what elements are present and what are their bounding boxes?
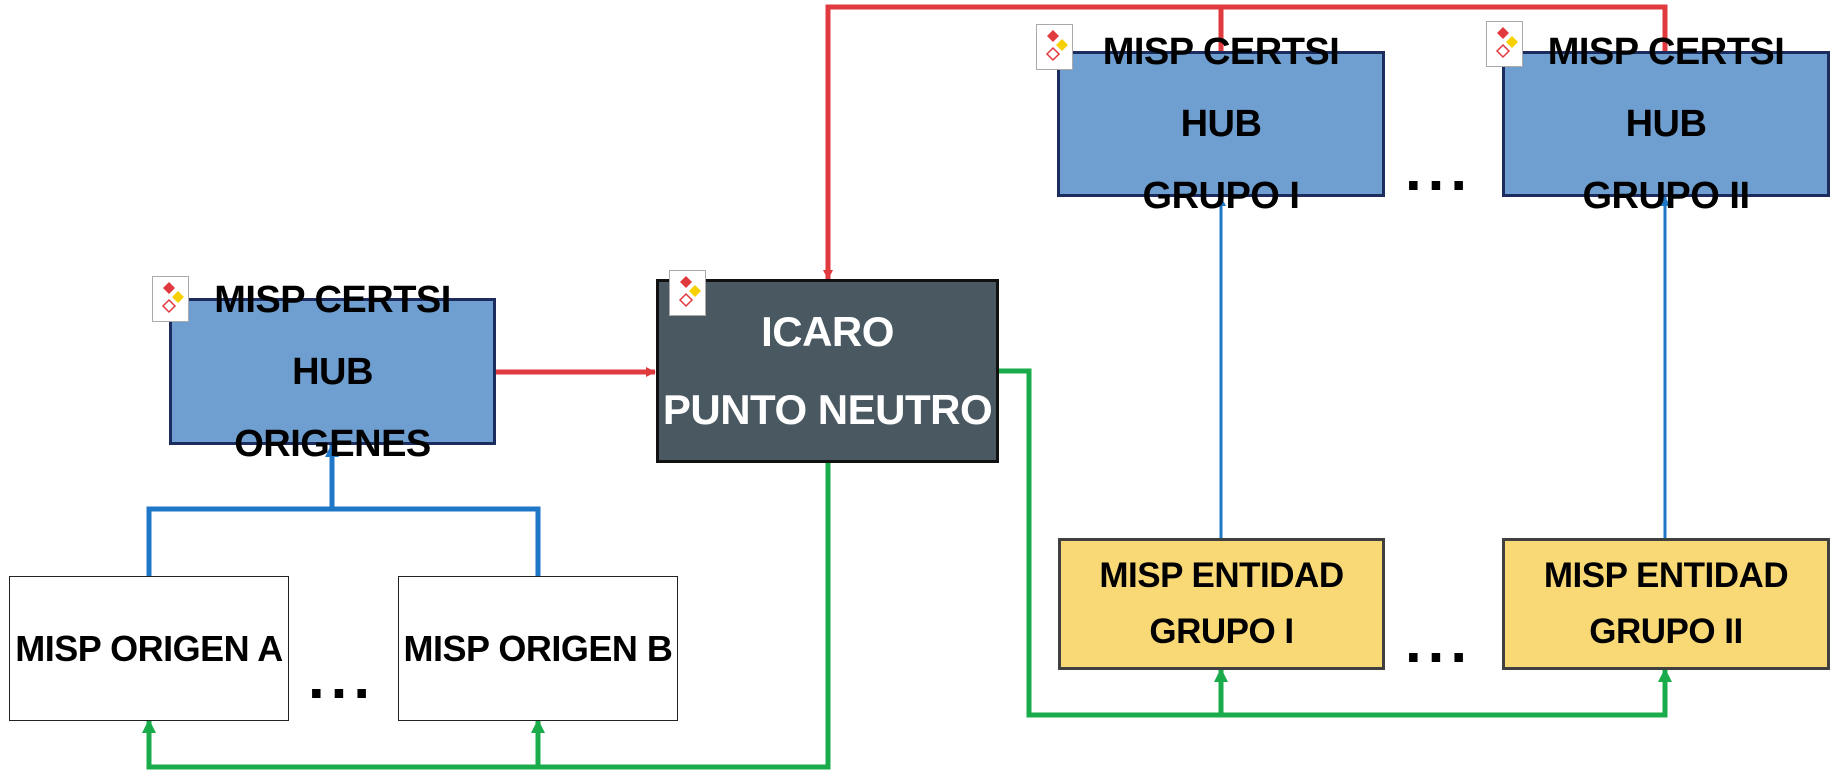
entity-group2-line2: GRUPO II — [1589, 612, 1743, 651]
hub-group2-box: MISP CERTSI HUB GRUPO II — [1502, 31, 1830, 217]
entity-group2-line1: MISP ENTIDAD — [1543, 556, 1789, 595]
entity-group1-box: MISP ENTIDAD GRUPO I — [1058, 538, 1385, 670]
hub-origins-line2: ORIGENES — [234, 422, 431, 465]
hub-group1-box: MISP CERTSI HUB GRUPO I — [1057, 31, 1385, 217]
ellipsis-hubs: ... — [1405, 136, 1474, 203]
origin-a-box: MISP ORIGEN A — [9, 576, 289, 721]
neutral-point-box: ICARO PUNTO NEUTRO — [656, 279, 999, 463]
misp-logo-icon — [152, 276, 189, 322]
neutral-point-line1: ICARO — [761, 308, 894, 355]
hub-group2-line1: MISP CERTSI HUB — [1547, 31, 1785, 145]
origin-a-label: MISP ORIGEN A — [15, 627, 283, 669]
entity-group2-box: MISP ENTIDAD GRUPO II — [1502, 538, 1830, 670]
origin-b-box: MISP ORIGEN B — [398, 576, 678, 721]
ellipsis-entities: ... — [1405, 608, 1474, 675]
misp-logo-icon — [669, 270, 706, 316]
misp-logo-icon — [1036, 24, 1073, 70]
entity-group1-line1: MISP ENTIDAD — [1099, 556, 1344, 595]
hub-group1-line2: GRUPO I — [1142, 175, 1300, 217]
hub-group2-line2: GRUPO II — [1582, 175, 1750, 217]
hub-origins-line1: MISP CERTSI HUB — [214, 278, 451, 393]
hub-origins-box: MISP CERTSI HUB ORIGENES — [169, 279, 496, 465]
misp-logo-icon — [1486, 21, 1523, 67]
red-link-groups-to-neutral — [825, 4, 1668, 279]
entity-group1-line2: GRUPO I — [1149, 612, 1294, 651]
hub-group1-line1: MISP CERTSI HUB — [1102, 31, 1340, 145]
neutral-point-line2: PUNTO NEUTRO — [662, 386, 993, 433]
ellipsis-origins: ... — [308, 644, 377, 711]
origin-b-label: MISP ORIGEN B — [403, 627, 673, 669]
